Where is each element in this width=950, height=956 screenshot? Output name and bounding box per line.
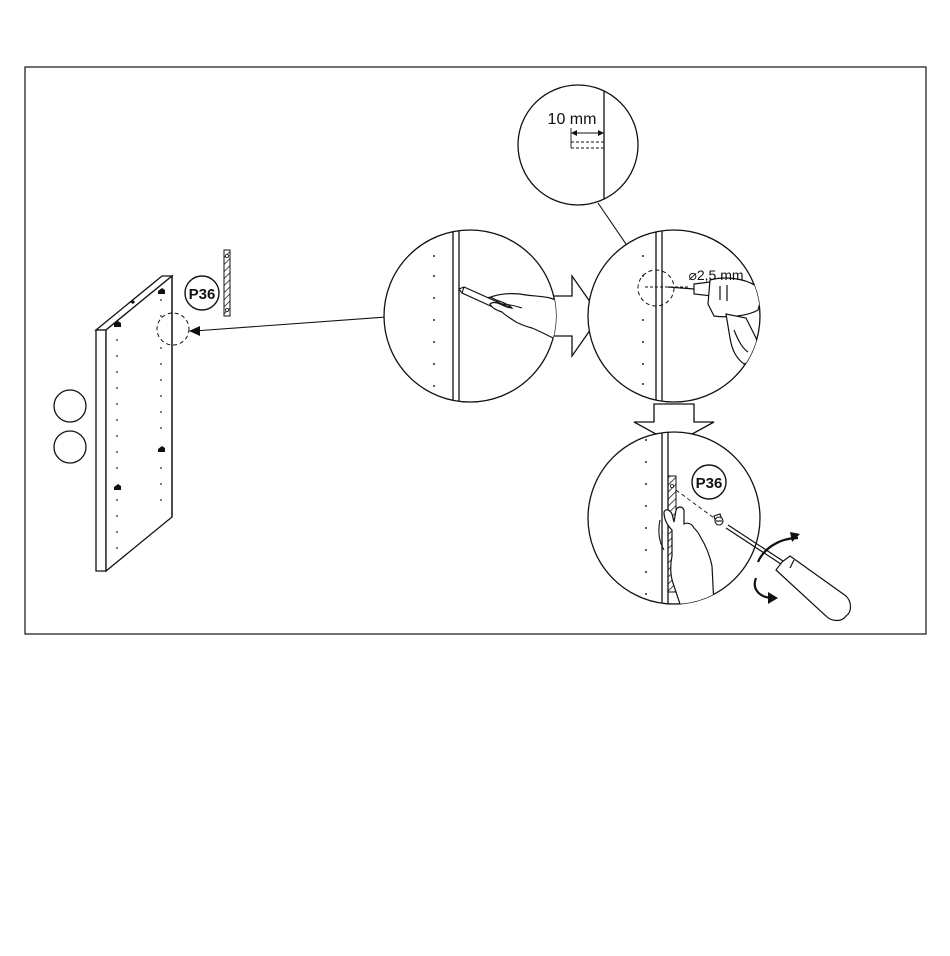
detail-circle-measure: 10 mm [518,80,638,210]
part-badge-label-2: P36 [696,475,723,492]
quantity-circle-1 [54,390,86,422]
detail-circle-marking [384,228,562,405]
drill-size-label: ⌀2,5 mm [688,267,743,283]
part-badge-label: P36 [189,286,216,303]
side-panel [96,276,172,571]
spacing-label: 10 mm [548,111,597,128]
metal-strip [224,250,230,316]
detail-circle-drilling: ⌀2,5 mm [588,228,762,405]
detail-circle-screwing: P36 [588,430,760,616]
quantity-circle-2 [54,431,86,463]
leader-arrowhead [189,326,200,336]
leader-line-to-panel [194,317,386,331]
